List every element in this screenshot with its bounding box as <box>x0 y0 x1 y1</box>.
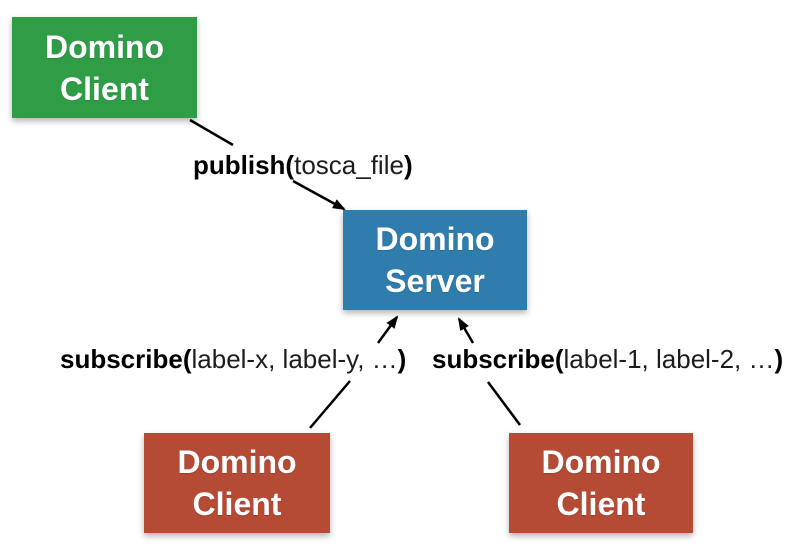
publish-call-close: ) <box>403 150 413 180</box>
subscribe-call-close: ) <box>774 344 784 374</box>
subscribe-right-edge-label: subscribe(label-1, label-2, …) <box>432 344 783 374</box>
publish-call-name: publish( <box>193 150 295 180</box>
subscribe-left-arrow-tail <box>309 380 351 429</box>
publish-arrow-head <box>292 179 346 211</box>
publish-edge-label: publish(tosca_file) <box>193 150 413 180</box>
node-domino-client-top: Domino Client <box>12 17 197 118</box>
subscribe-left-edge-label: subscribe(label-x, label-y, …) <box>60 344 406 374</box>
subscribe-call-name: subscribe( <box>60 344 192 374</box>
node-label-line1: Domino <box>177 444 297 480</box>
node-label-line1: Domino <box>44 28 165 65</box>
node-label-line1: Domino <box>375 221 495 257</box>
node-domino-server: Domino Server <box>343 210 527 310</box>
subscribe-call-close: ) <box>397 344 407 374</box>
subscribe-call-name: subscribe( <box>432 344 564 374</box>
subscribe-left-arrow-head <box>376 315 399 344</box>
subscribe-right-arrow-tail <box>486 381 522 426</box>
node-domino-client-left: Domino Client <box>144 433 330 533</box>
node-domino-client-right: Domino Client <box>509 433 693 533</box>
publish-call-args: tosca_file <box>294 150 404 180</box>
node-label-line2: Server <box>385 263 485 299</box>
publish-arrow-tail <box>189 118 234 147</box>
subscribe-right-arrow-head <box>457 317 475 344</box>
node-label-line2: Client <box>192 486 282 522</box>
node-label-line2: Client <box>60 70 149 107</box>
node-label-line2: Client <box>556 486 646 522</box>
subscribe-call-args: label-1, label-2, … <box>563 344 775 374</box>
node-label-line1: Domino <box>541 444 661 480</box>
subscribe-call-args: label-x, label-y, … <box>191 344 398 374</box>
